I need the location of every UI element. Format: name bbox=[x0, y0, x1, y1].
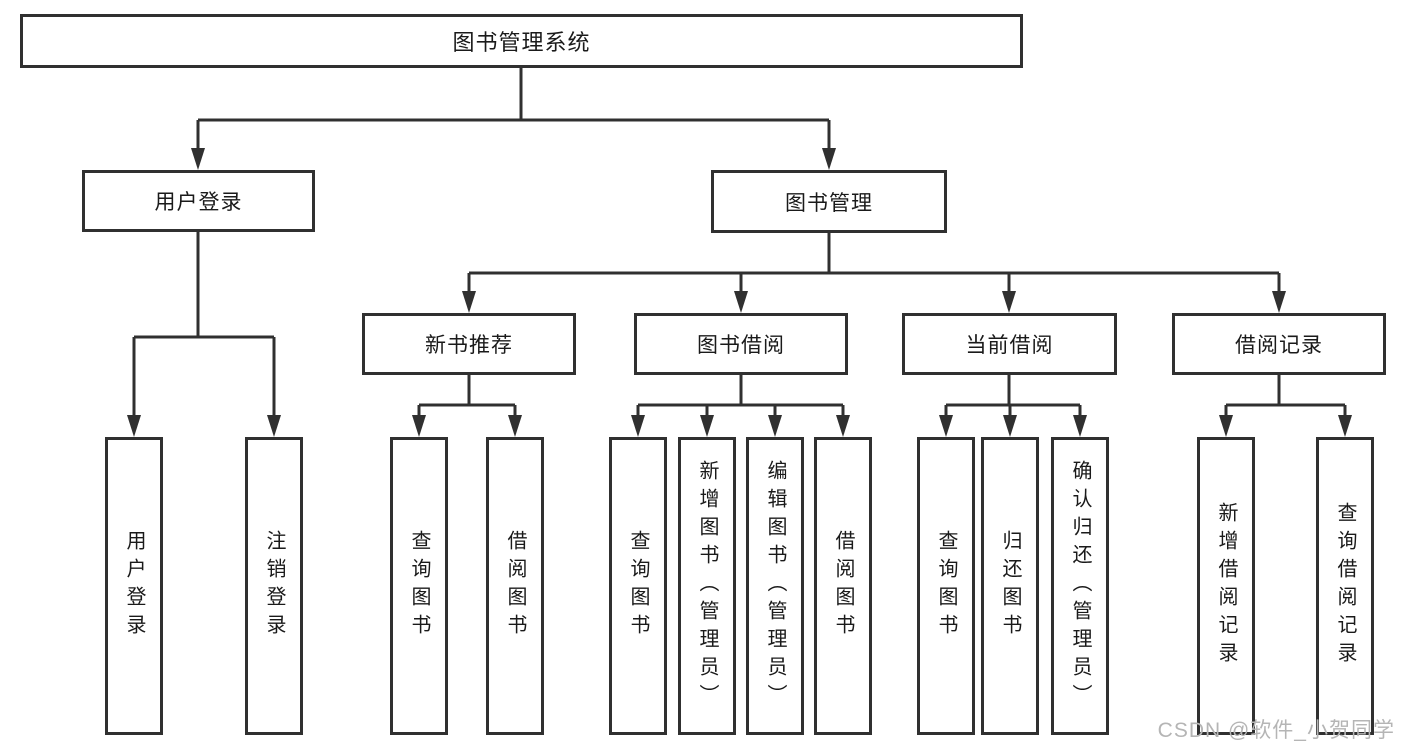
arrow-icon bbox=[1003, 415, 1017, 437]
leaf-add-books-admin: 新增图书（管理员） bbox=[678, 437, 736, 735]
leaf-user-login: 用户登录 bbox=[105, 437, 163, 735]
node-label: 注销登录 bbox=[263, 530, 285, 642]
leaf-query-books-borrow: 查询图书 bbox=[609, 437, 667, 735]
node-label: 借阅记录 bbox=[1235, 334, 1323, 357]
arrow-icon bbox=[412, 415, 426, 437]
connector-book-management-bus bbox=[467, 233, 1281, 294]
leaf-borrow-books-recommend: 借阅图书 bbox=[486, 437, 544, 735]
node-label: 编辑图书（管理员） bbox=[764, 460, 786, 712]
leaf-add-borrow-record: 新增借阅记录 bbox=[1197, 437, 1255, 735]
arrow-icon bbox=[1272, 291, 1286, 313]
connector-root-bus bbox=[196, 68, 831, 151]
node-label: 查询借阅记录 bbox=[1334, 502, 1356, 670]
node-label: 用户登录 bbox=[123, 530, 145, 642]
leaf-edit-books-admin: 编辑图书（管理员） bbox=[746, 437, 804, 735]
leaf-query-books-current: 查询图书 bbox=[917, 437, 975, 735]
node-label: 查询图书 bbox=[627, 530, 649, 642]
arrow-icon bbox=[822, 148, 836, 170]
arrow-icon bbox=[462, 291, 476, 313]
node-label: 新增借阅记录 bbox=[1215, 502, 1237, 670]
node-current-borrow: 当前借阅 bbox=[902, 313, 1117, 375]
connector-borrow-records-bus bbox=[1224, 375, 1347, 418]
node-label: 借阅图书 bbox=[832, 530, 854, 642]
node-label: 图书管理 bbox=[785, 191, 873, 215]
node-label: 新增图书（管理员） bbox=[696, 460, 718, 712]
arrow-icon bbox=[734, 291, 748, 313]
node-new-book-recommend: 新书推荐 bbox=[362, 313, 576, 375]
arrow-icon bbox=[631, 415, 645, 437]
leaf-query-books-recommend: 查询图书 bbox=[390, 437, 448, 735]
connector-book-borrow-bus bbox=[636, 375, 845, 418]
arrowheads bbox=[127, 148, 1352, 437]
node-book-borrow: 图书借阅 bbox=[634, 313, 848, 375]
arrow-icon bbox=[127, 415, 141, 437]
arrow-icon bbox=[1338, 415, 1352, 437]
arrow-icon bbox=[768, 415, 782, 437]
connector-user-login-bus bbox=[132, 232, 276, 418]
leaf-confirm-return-admin: 确认归还（管理员） bbox=[1051, 437, 1109, 735]
arrow-icon bbox=[267, 415, 281, 437]
arrow-icon bbox=[1073, 415, 1087, 437]
arrow-icon bbox=[939, 415, 953, 437]
node-label: 新书推荐 bbox=[425, 334, 513, 357]
node-user-login: 用户登录 bbox=[82, 170, 315, 232]
leaf-return-books: 归还图书 bbox=[981, 437, 1039, 735]
leaf-logout: 注销登录 bbox=[245, 437, 303, 735]
csdn-watermark: CSDN @软件_小贺同学 bbox=[1157, 719, 1395, 742]
arrow-icon bbox=[191, 148, 205, 170]
arrow-icon bbox=[836, 415, 850, 437]
node-book-management: 图书管理 bbox=[711, 170, 947, 233]
connector-current-borrow-bus bbox=[944, 375, 1082, 418]
connector-new-book-recommend-bus bbox=[417, 375, 517, 418]
node-label: 用户登录 bbox=[154, 191, 243, 214]
arrow-icon bbox=[508, 415, 522, 437]
arrow-icon bbox=[700, 415, 714, 437]
leaf-borrow-books: 借阅图书 bbox=[814, 437, 872, 735]
leaf-query-borrow-record: 查询借阅记录 bbox=[1316, 437, 1374, 735]
node-borrow-records: 借阅记录 bbox=[1172, 313, 1386, 375]
node-label: 图书借阅 bbox=[697, 334, 785, 357]
node-label: 归还图书 bbox=[999, 530, 1021, 642]
node-library-system: 图书管理系统 bbox=[20, 14, 1023, 68]
node-label: 借阅图书 bbox=[504, 530, 526, 642]
node-label: 图书管理系统 bbox=[452, 30, 591, 55]
node-label: 查询图书 bbox=[935, 530, 957, 642]
node-label: 当前借阅 bbox=[965, 334, 1054, 357]
arrow-icon bbox=[1002, 291, 1016, 313]
node-label: 查询图书 bbox=[408, 530, 430, 642]
arrow-icon bbox=[1219, 415, 1233, 437]
node-label: 确认归还（管理员） bbox=[1069, 460, 1091, 712]
